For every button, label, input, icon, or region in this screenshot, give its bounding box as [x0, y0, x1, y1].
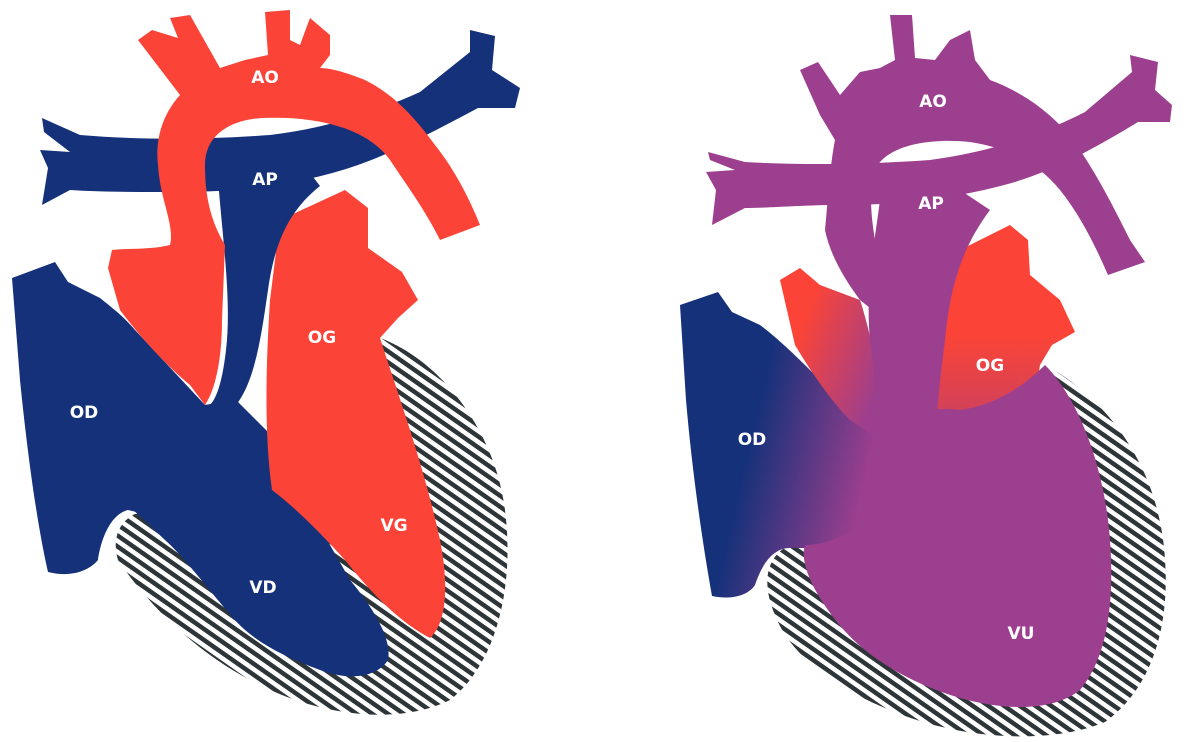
- label-vu: VU: [1008, 624, 1035, 644]
- label-od: OD: [738, 430, 767, 450]
- label-vg: VG: [380, 516, 407, 536]
- univentricular-heart: AO AP OG OD VU: [680, 15, 1172, 736]
- label-og: OG: [308, 328, 336, 348]
- normal-heart: AO AP OG OD VG VD: [12, 10, 520, 715]
- label-vd: VD: [249, 578, 276, 598]
- label-ao: AO: [251, 68, 279, 88]
- label-ap: AP: [252, 170, 278, 190]
- label-og: OG: [976, 356, 1004, 376]
- label-ao: AO: [919, 92, 947, 112]
- label-od: OD: [70, 403, 99, 423]
- label-ap: AP: [918, 194, 944, 214]
